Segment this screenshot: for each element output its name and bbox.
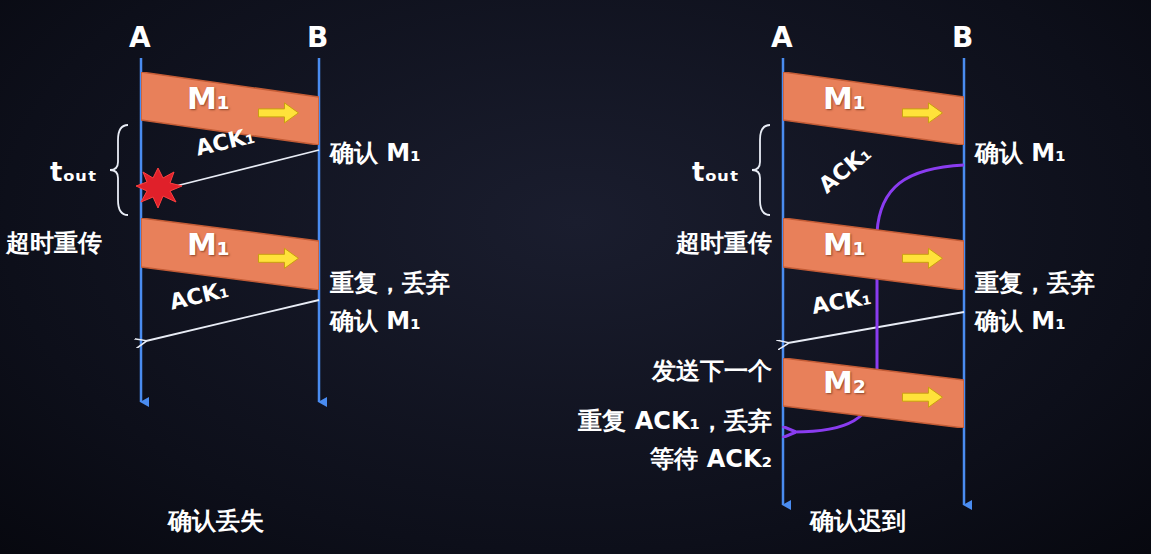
host-name: B xyxy=(952,22,973,54)
frame-label: M₁ xyxy=(187,82,319,117)
frame-label: M₁ xyxy=(823,228,964,263)
frame-shape xyxy=(783,72,964,145)
frame-shape xyxy=(783,218,964,290)
timeline xyxy=(782,58,785,505)
host-name: A xyxy=(771,22,793,54)
ack-label: ACK₁ xyxy=(167,277,231,315)
sender-note: 等待 ACK₂ xyxy=(650,446,772,474)
direction-arrow xyxy=(258,103,298,123)
timeout-brace xyxy=(110,125,128,215)
host-name: B xyxy=(307,22,328,54)
direction-arrow xyxy=(902,103,942,123)
frame-label: M₁ xyxy=(823,82,964,117)
receiver-note: 重复，丢弃 xyxy=(330,270,450,298)
host-name: A xyxy=(129,22,151,54)
receiver-note: 确认 M₁ xyxy=(975,140,1066,168)
message-frame: M₂ xyxy=(783,358,964,428)
case-caption: 确认丢失 xyxy=(168,508,264,536)
frame-band xyxy=(783,358,964,428)
timeout-label: tₒᵤₜ xyxy=(50,158,97,188)
receiver-note: 确认 M₁ xyxy=(330,140,421,168)
timeout-brace xyxy=(752,125,770,215)
direction-arrow xyxy=(902,248,942,268)
sender-note: 超时重传 xyxy=(6,230,102,258)
message-frame: M₁ xyxy=(783,218,964,290)
receiver-note: 重复，丢弃 xyxy=(975,270,1095,298)
direction-arrow xyxy=(902,387,942,407)
message-frame: M₁ xyxy=(783,72,964,145)
frame-label: M₂ xyxy=(823,366,964,401)
frame-band xyxy=(783,218,964,290)
frame-shape xyxy=(783,358,964,428)
direction-arrow xyxy=(258,248,298,268)
receiver-note: 确认 M₁ xyxy=(330,308,421,336)
sender-note: 发送下一个 xyxy=(652,358,772,386)
receiver-note: 确认 M₁ xyxy=(975,308,1066,336)
loss-burst xyxy=(136,168,182,208)
message-frame: M₁ xyxy=(141,218,319,290)
case-caption: 确认迟到 xyxy=(810,508,906,536)
ack-label: ACK₁ xyxy=(810,284,873,319)
sender-note: 重复 ACK₁，丢弃 xyxy=(578,408,772,436)
frame-band xyxy=(141,218,319,290)
ack-label: ACK₁ xyxy=(814,140,876,198)
ack-line xyxy=(168,150,319,188)
frame-band xyxy=(783,72,964,145)
sender-note: 超时重传 xyxy=(676,230,772,258)
frame-label: M₁ xyxy=(187,228,319,263)
timeout-label: tₒᵤₜ xyxy=(692,158,739,188)
